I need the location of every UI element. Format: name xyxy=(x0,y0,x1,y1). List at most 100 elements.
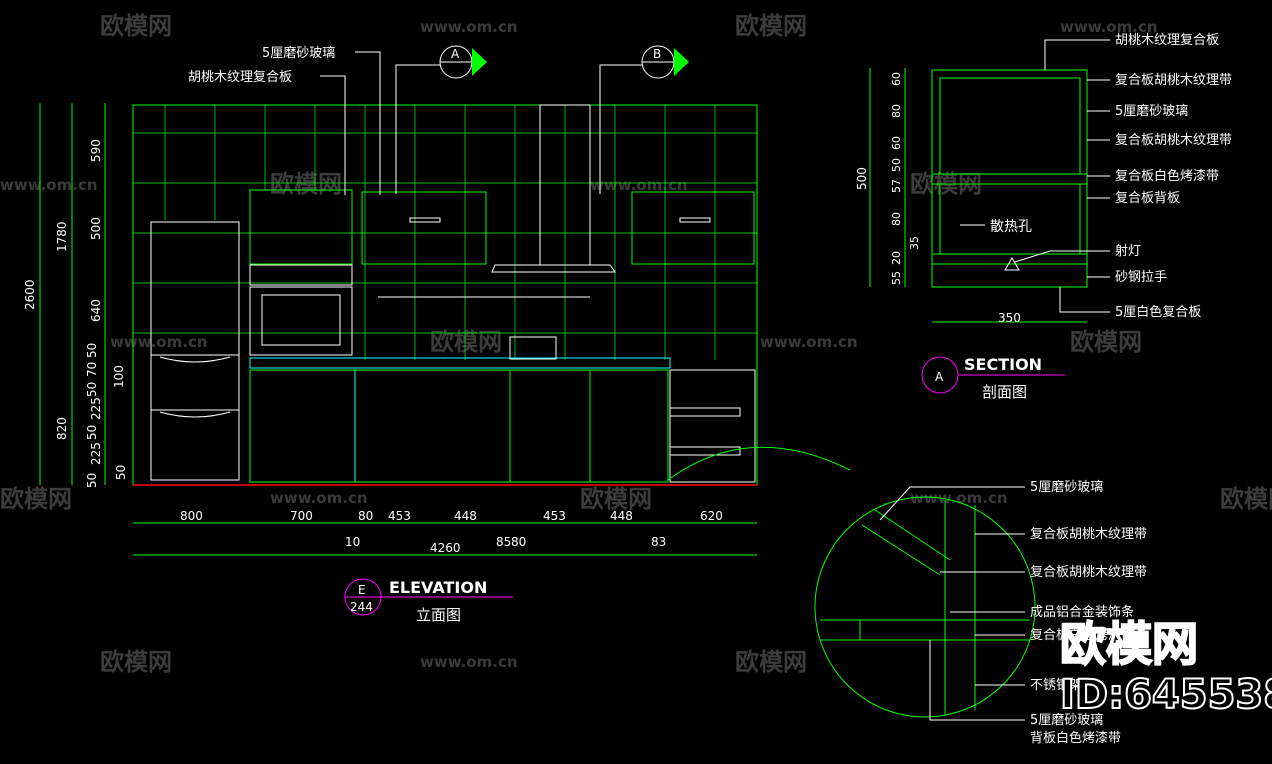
watermark-url: www.om.cn xyxy=(760,333,858,351)
dim-bottom-2: 83 xyxy=(651,535,666,549)
marker-letter: A xyxy=(451,47,460,61)
callout-walnut-board: 胡桃木纹理复合板 xyxy=(188,70,292,85)
elevation-left-dimensions: 2600 1780 820 590 500 640 50 70 50 100 2… xyxy=(23,103,128,488)
dim-total-height: 2600 xyxy=(23,279,37,310)
watermark-id: ID:645538 xyxy=(1060,672,1272,718)
watermark-url: www.om.cn xyxy=(0,176,98,194)
dim-inner: 225 xyxy=(89,397,103,420)
section-vdim: 20 xyxy=(890,251,903,265)
oven-control xyxy=(249,264,353,286)
watermark-brand: 欧模网 xyxy=(580,485,652,513)
section-hole-label: 散热孔 xyxy=(990,219,1032,235)
watermark-brand: 欧模网 xyxy=(0,485,72,513)
section-vdim: 60 xyxy=(890,72,903,86)
svg-text:复合板白色烤漆带: 复合板白色烤漆带 xyxy=(1115,168,1219,184)
svg-text:复合板胡桃木纹理带: 复合板胡桃木纹理带 xyxy=(1030,527,1147,542)
dim-inner: 50 xyxy=(85,425,99,440)
tall-cabinet-upper xyxy=(249,189,353,265)
svg-text:砂钢拉手: 砂钢拉手 xyxy=(1115,270,1167,285)
dim-bottom: 453 xyxy=(388,509,411,523)
section-height: 500 xyxy=(855,167,869,190)
watermark-brand: 欧模网 xyxy=(1070,328,1142,356)
pot xyxy=(509,336,557,360)
base-cabinets xyxy=(249,369,669,483)
svg-text:复合板胡桃木纹理带: 复合板胡桃木纹理带 xyxy=(1030,565,1147,580)
svg-text:复合板白色烤漆带: 复合板白色烤漆带 xyxy=(1030,627,1134,643)
dim-lower-height: 820 xyxy=(55,417,69,440)
wall-cabinet-right xyxy=(631,191,755,265)
section-outline xyxy=(931,69,1088,288)
section-title: SECTION xyxy=(964,355,1042,374)
marker-letter: B xyxy=(653,47,661,61)
section-vdim: 55 xyxy=(890,271,903,285)
dim-inner: 50 xyxy=(114,465,128,480)
watermark-layer: 欧模网 www.om.cn 欧模网 www.om.cn www.om.cn 欧模… xyxy=(0,12,1272,676)
dim-bottom: 453 xyxy=(543,509,566,523)
range-hood-canopy xyxy=(491,264,616,273)
section-marker-b: B xyxy=(599,45,689,194)
dim-upper-height: 1780 xyxy=(55,221,69,252)
dim-inner: 50 xyxy=(85,343,99,358)
svg-text:射灯: 射灯 xyxy=(1115,243,1141,259)
wall-cabinet-left xyxy=(361,191,487,265)
svg-text:5厘磨砂玻璃: 5厘磨砂玻璃 xyxy=(1115,104,1188,119)
watermark-url: www.om.cn xyxy=(1060,18,1158,36)
dim-bottom-2: 10 xyxy=(345,535,360,549)
watermark-url: www.om.cn xyxy=(270,489,368,507)
elevation-tag-letter: E xyxy=(358,583,366,597)
elevation-callouts: 5厘磨砂玻璃 胡桃木纹理复合板 xyxy=(188,46,381,195)
dim-bottom: 620 xyxy=(700,509,723,523)
countertop xyxy=(249,357,671,369)
section-vdim: 57 xyxy=(890,179,903,193)
watermark-url: www.om.cn xyxy=(420,653,518,671)
watermark-brand: 欧模网 xyxy=(1220,485,1272,513)
svg-text:5厘磨砂玻璃: 5厘磨砂玻璃 xyxy=(1030,713,1103,728)
section-width: 350 xyxy=(998,311,1021,325)
svg-text:复合板背板: 复合板背板 xyxy=(1115,191,1180,206)
dim-inner: 50 xyxy=(85,382,99,397)
spotlight xyxy=(1004,257,1020,271)
section-tag-letter: A xyxy=(935,370,944,384)
section-vdim: 80 xyxy=(890,212,903,226)
section-dimensions: 500 350 60 80 60 50 57 80 35 20 55 xyxy=(855,68,1087,325)
svg-text:复合板胡桃木纹理带: 复合板胡桃木纹理带 xyxy=(1115,133,1232,148)
elevation-title-block: E 244 ELEVATION 立面图 xyxy=(344,578,513,624)
watermark-brand: 欧模网 xyxy=(270,170,342,198)
dim-inner: 590 xyxy=(89,139,103,162)
elevation-tag-number: 244 xyxy=(350,600,373,614)
watermark-url: www.om.cn xyxy=(110,333,208,351)
refrigerator xyxy=(150,221,240,481)
section-vdim: 80 xyxy=(890,104,903,118)
elevation-subtitle: 立面图 xyxy=(416,606,461,624)
watermark-url: www.om.cn xyxy=(590,176,688,194)
section-drawing: 散热孔 xyxy=(931,69,1088,288)
elevation-bottom-dimensions: 800 700 80 453 448 453 448 620 10 85 80 … xyxy=(133,509,757,556)
watermark-url: www.om.cn xyxy=(910,489,1008,507)
svg-text:5厘磨砂玻璃: 5厘磨砂玻璃 xyxy=(1030,480,1103,495)
watermark-url: www.om.cn xyxy=(420,18,518,36)
svg-text:胡桃木纹理复合板: 胡桃木纹理复合板 xyxy=(1115,33,1219,48)
dim-bottom: 800 xyxy=(180,509,203,523)
section-vdim: 35 xyxy=(908,236,921,250)
wall-outline xyxy=(132,104,758,486)
elevation-title: ELEVATION xyxy=(389,578,487,597)
svg-text:成品铝合金装饰条: 成品铝合金装饰条 xyxy=(1030,604,1134,620)
dim-bottom: 80 xyxy=(358,509,373,523)
dim-bottom-2: 80 xyxy=(511,535,526,549)
watermark-brand: 欧模网 xyxy=(735,12,807,40)
tile-grid xyxy=(133,105,757,360)
watermark-brand: 欧模网 xyxy=(100,12,172,40)
dim-inner: 640 xyxy=(89,299,103,322)
dim-inner: 70 xyxy=(85,362,99,377)
section-title-block: A SECTION 剖面图 xyxy=(921,355,1065,401)
dim-inner: 500 xyxy=(89,217,103,240)
watermark-brand: 欧模网 xyxy=(735,648,807,676)
callout-frosted-glass: 5厘磨砂玻璃 xyxy=(262,46,335,61)
dim-inner: 100 xyxy=(112,365,126,388)
dim-bottom: 700 xyxy=(290,509,313,523)
watermark-brand-large: 欧模网 xyxy=(1060,617,1198,671)
watermark-corner: 欧模网 ID:645538 xyxy=(1059,616,1272,719)
detail-circle xyxy=(814,496,1036,718)
section-vdim: 50 xyxy=(890,158,903,172)
